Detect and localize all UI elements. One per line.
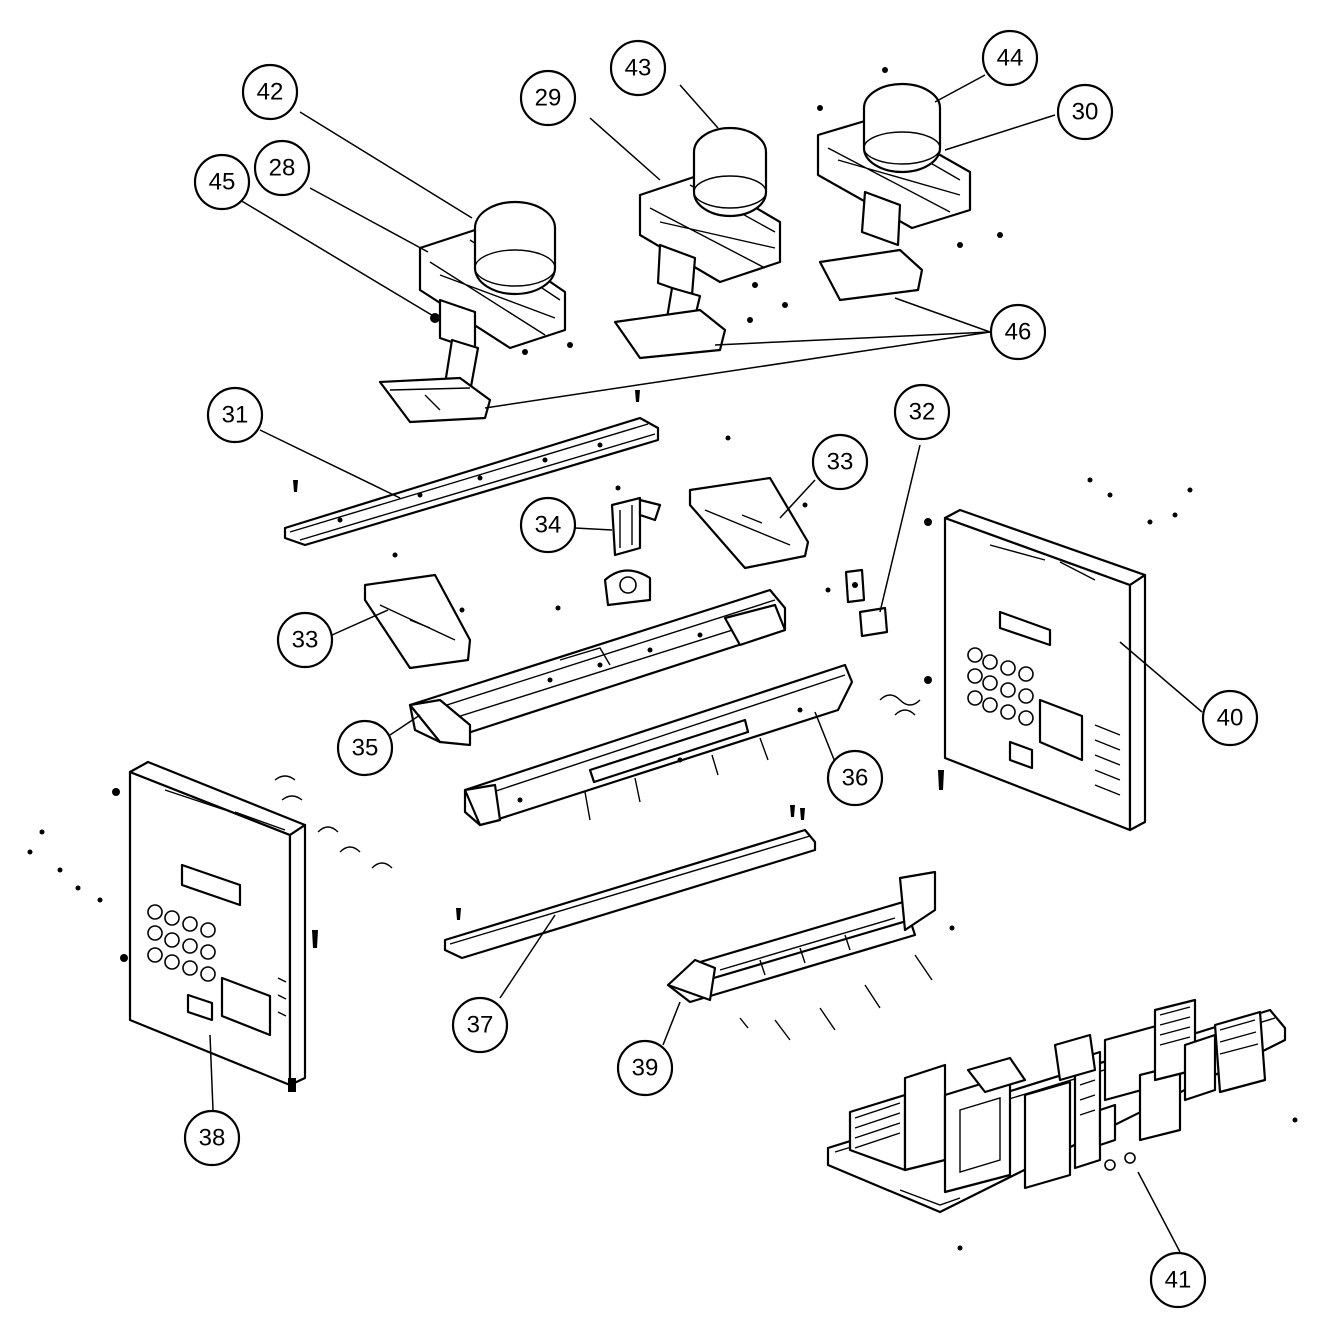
callout-36: 36: [826, 749, 884, 807]
channel-rear-part: [408, 588, 787, 747]
callout-30: 30: [1056, 83, 1114, 141]
callout-35: 35: [336, 719, 394, 777]
callout-37: 37: [451, 996, 509, 1054]
callout-38: 38: [183, 1109, 241, 1167]
callout-34: 34: [519, 496, 577, 554]
small-bracket-part: [825, 568, 889, 638]
top-rail-part: [283, 390, 660, 547]
callout-label-31: 31: [222, 402, 249, 429]
callout-44: 44: [981, 29, 1039, 87]
cover-plate-right-part: [688, 435, 810, 570]
callout-label-36: 36: [842, 765, 869, 792]
callout-label-28: 28: [269, 155, 296, 182]
callout-33-right: 33: [811, 433, 869, 491]
callout-label-29: 29: [535, 85, 562, 112]
callout-label-33-right: 33: [827, 449, 854, 476]
cover-plate-left-part: [363, 552, 472, 670]
callout-label-38: 38: [199, 1125, 226, 1152]
callout-label-42: 42: [257, 79, 284, 106]
callout-46: 46: [989, 303, 1047, 361]
callout-label-30: 30: [1072, 99, 1099, 126]
pot-assembly-left: [378, 200, 573, 424]
pot-assembly-middle: [613, 126, 788, 360]
callout-label-33-left: 33: [292, 627, 319, 654]
callout-33-left: 33: [276, 611, 334, 669]
callout-39: 39: [616, 1039, 674, 1097]
callout-label-35: 35: [352, 735, 379, 762]
side-panel-right-part: [924, 477, 1193, 832]
callout-29: 29: [519, 69, 577, 127]
panel-left-holes: [147, 904, 216, 982]
panel-right-holes: [967, 647, 1034, 726]
callout-42: 42: [241, 63, 299, 121]
lower-channel-part: [666, 870, 955, 1041]
callout-32: 32: [893, 383, 951, 441]
bottom-rail-part: [443, 805, 817, 960]
clip-bracket-part: [603, 485, 662, 607]
callout-28: 28: [253, 139, 311, 197]
pot-assembly-right: [816, 67, 1003, 302]
side-panel-left-part: [27, 760, 393, 1092]
callout-label-45: 45: [209, 169, 236, 196]
callout-31: 31: [206, 386, 264, 444]
callout-label-41: 41: [1165, 1267, 1192, 1294]
callout-43: 43: [609, 39, 667, 97]
callout-label-34: 34: [535, 512, 562, 539]
callout-label-39: 39: [632, 1055, 659, 1082]
channel-front-part: [463, 663, 921, 827]
callout-label-46: 46: [1005, 319, 1032, 346]
callout-label-37: 37: [467, 1012, 494, 1039]
circuit-board-part: [826, 998, 1298, 1251]
callout-label-43: 43: [625, 55, 652, 82]
callout-45: 45: [193, 153, 251, 211]
callout-41: 41: [1149, 1251, 1207, 1309]
callout-label-32: 32: [909, 399, 936, 426]
callouts: 42 43 44 29 30 28 45 46: [183, 29, 1259, 1309]
callout-label-44: 44: [997, 45, 1024, 72]
callout-40: 40: [1201, 689, 1259, 747]
callout-label-40: 40: [1217, 705, 1244, 732]
leader-lines: [209, 74, 1203, 1253]
